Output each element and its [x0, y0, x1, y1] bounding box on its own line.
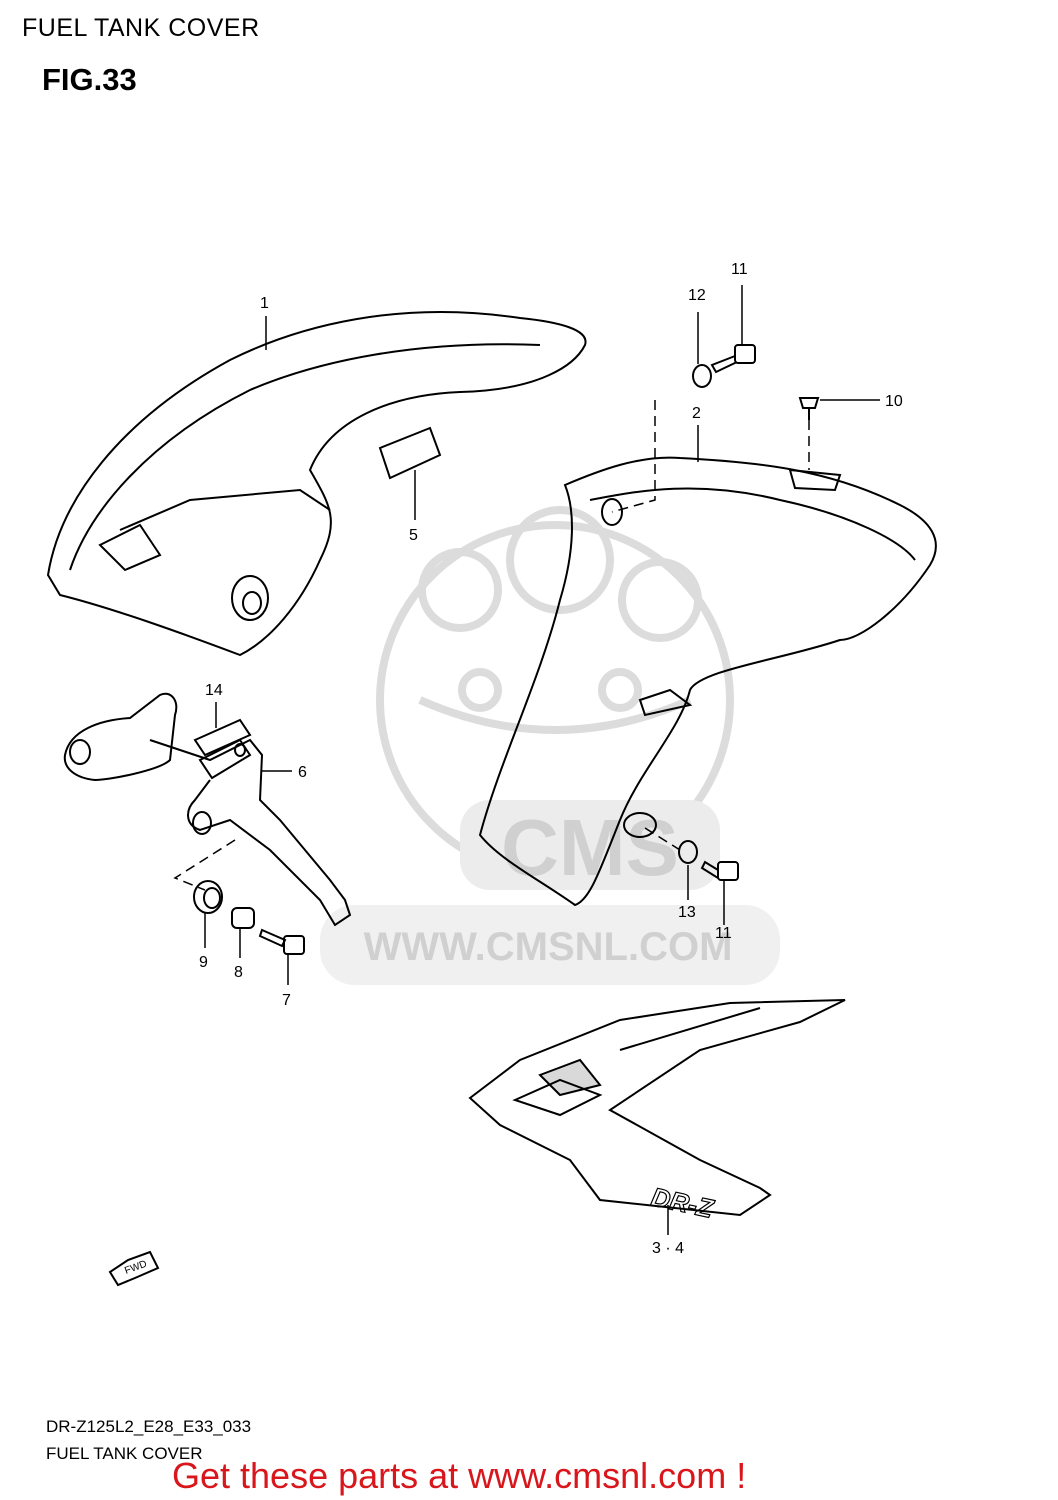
watermark-url-badge [320, 905, 780, 985]
part-1-inner-cover [46, 311, 587, 657]
callout-2: 2 [692, 405, 701, 422]
part-7-bolt [258, 928, 305, 955]
part-5-pad [378, 426, 442, 480]
page-header-title: FUEL TANK COVER [22, 14, 260, 42]
callout-11-top: 11 [731, 261, 748, 278]
part-6-bracket [63, 692, 352, 927]
callout-13: 13 [678, 904, 696, 921]
dashed-leader-12 [611, 400, 656, 513]
dashed-leader-13 [644, 827, 681, 851]
part-12-washer [692, 364, 712, 388]
cta-link[interactable]: Get these parts at www.cmsnl.com ! [172, 1455, 747, 1496]
callout-1: 1 [260, 295, 269, 312]
part-3-4-decal [468, 999, 846, 1217]
callout-12: 12 [688, 287, 706, 304]
callout-10: 10 [885, 393, 903, 410]
part-11-bolt-bottom [700, 860, 739, 881]
callout-7: 7 [282, 992, 291, 1009]
dashed-leader-9 [173, 839, 236, 891]
callout-9: 9 [199, 954, 208, 971]
part-14-pad [193, 718, 252, 757]
part-13-washer [678, 840, 698, 864]
fwd-arrow-icon [108, 1250, 160, 1287]
callout-8: 8 [234, 964, 243, 981]
figure-label: FIG.33 [42, 62, 137, 97]
part-2-outer-cover [478, 456, 937, 907]
part-9-grommet [193, 880, 223, 914]
watermark-url: WWW.CMSNL.COM [364, 925, 733, 969]
part-10-clip [798, 397, 820, 420]
diagram-code: DR-Z125L2_E28_E33_033 [46, 1417, 252, 1436]
footer-section-title: FUEL TANK COVER [46, 1444, 203, 1463]
callout-3-4: 3 · 4 [652, 1240, 684, 1257]
watermark-logo-text: CMS [501, 803, 679, 892]
callout-14: 14 [205, 682, 223, 699]
watermark-logo [376, 506, 734, 879]
part-8-collar [231, 907, 255, 929]
callout-6: 6 [298, 764, 307, 781]
decal-lettering: DR-Z [649, 1182, 717, 1224]
callout-11-bottom: 11 [715, 925, 732, 942]
callout-5: 5 [409, 527, 418, 544]
part-11-bolt-top [710, 344, 756, 374]
